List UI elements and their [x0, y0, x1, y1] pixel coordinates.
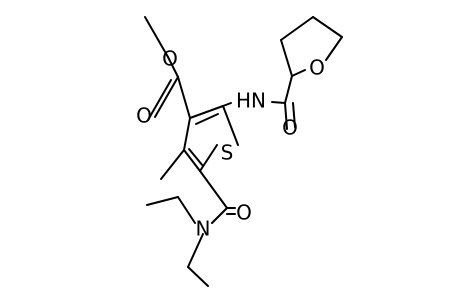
bond-methyl-to-ester-o: [144, 16, 169, 58]
bond-thf-5: [291, 69, 306, 77]
atom-label-diethyl-n: N: [196, 217, 211, 241]
bond-ring-c3-c2: [189, 105, 224, 119]
bond-ester-to-ring: [177, 76, 191, 119]
bond-ring-c2-s: [222, 105, 239, 146]
atom-label-amide-nh: HN: [236, 89, 266, 113]
bond-ring-s-c5: [199, 144, 218, 172]
atom-label-diethyl-o: O: [236, 201, 252, 225]
bond-ester-carbonyl-double-b: [147, 79, 172, 121]
bond-ring-c4-c3: [183, 117, 191, 151]
bond-thf-2: [280, 16, 314, 41]
bond-ring-c5-c4: [183, 149, 201, 172]
atom-label-thf-o: O: [309, 56, 325, 80]
bond-n-to-ethyl-upper: [177, 196, 196, 224]
bond-thf-4: [325, 36, 343, 61]
bond-ring-double-inner-b: [188, 148, 204, 167]
bond-c5-to-carbonyl: [199, 170, 228, 209]
bond-n-to-ethyl-lower: [187, 233, 204, 268]
bond-ethyl-upper-tail: [146, 196, 179, 206]
bond-ring-methyl: [160, 149, 185, 180]
bond-ethyl-lower-tail: [187, 266, 209, 287]
atom-label-amide-o: O: [282, 116, 298, 140]
bond-carbonyl-to-n: [211, 207, 228, 224]
atom-label-ester-o-top: O: [162, 47, 178, 71]
bond-amide-to-thf: [284, 75, 293, 104]
bond-thf-3: [312, 16, 343, 38]
bond-c2-to-nh: [222, 102, 232, 107]
atom-label-ring-s: S: [221, 141, 234, 165]
bond-ester-o-to-carbonyl: [167, 56, 179, 78]
bond-amide-carbonyl-double-b: [292, 102, 296, 128]
bond-amide-carbonyl-double-a: [284, 102, 288, 130]
bond-nh-to-carbonyl: [271, 101, 286, 104]
bond-thf-1: [280, 39, 293, 77]
bond-ester-carbonyl-double-a: [154, 76, 179, 118]
bond-ring-double-inner-a: [195, 113, 219, 125]
bond-lines: [144, 16, 343, 287]
atom-label-ester-o-carbonyl: O: [136, 104, 152, 128]
atom-labels: O O HN O O S O N: [136, 47, 325, 241]
